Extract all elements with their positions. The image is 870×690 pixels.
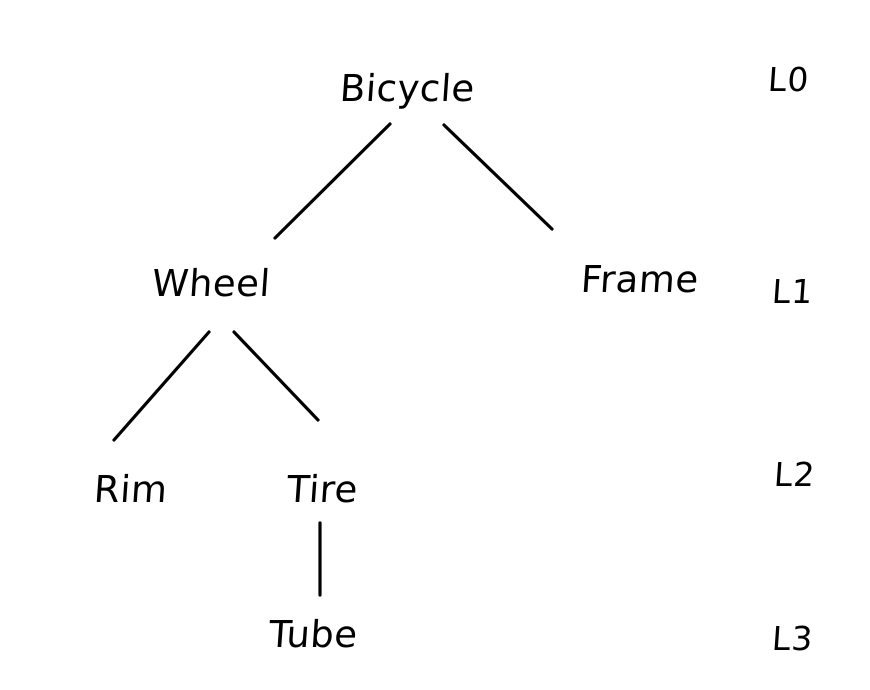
level-label-l3: L3 bbox=[770, 618, 815, 658]
level-label-l0: L0 bbox=[766, 59, 811, 99]
edge-bicycle-wheel bbox=[273, 122, 392, 240]
edge-wheel-tire bbox=[232, 330, 320, 422]
node-tire: Tire bbox=[285, 468, 360, 512]
edge-wheel-rim bbox=[112, 330, 211, 442]
node-bicycle: Bicycle bbox=[338, 67, 477, 111]
node-frame: Frame bbox=[579, 258, 701, 302]
edges-group bbox=[112, 122, 554, 597]
edge-bicycle-frame bbox=[442, 123, 554, 231]
node-tube: Tube bbox=[267, 613, 360, 657]
node-rim: Rim bbox=[92, 468, 170, 512]
level-label-l1: L1 bbox=[770, 271, 815, 311]
node-wheel: Wheel bbox=[150, 262, 272, 306]
level-label-l2: L2 bbox=[772, 454, 817, 494]
